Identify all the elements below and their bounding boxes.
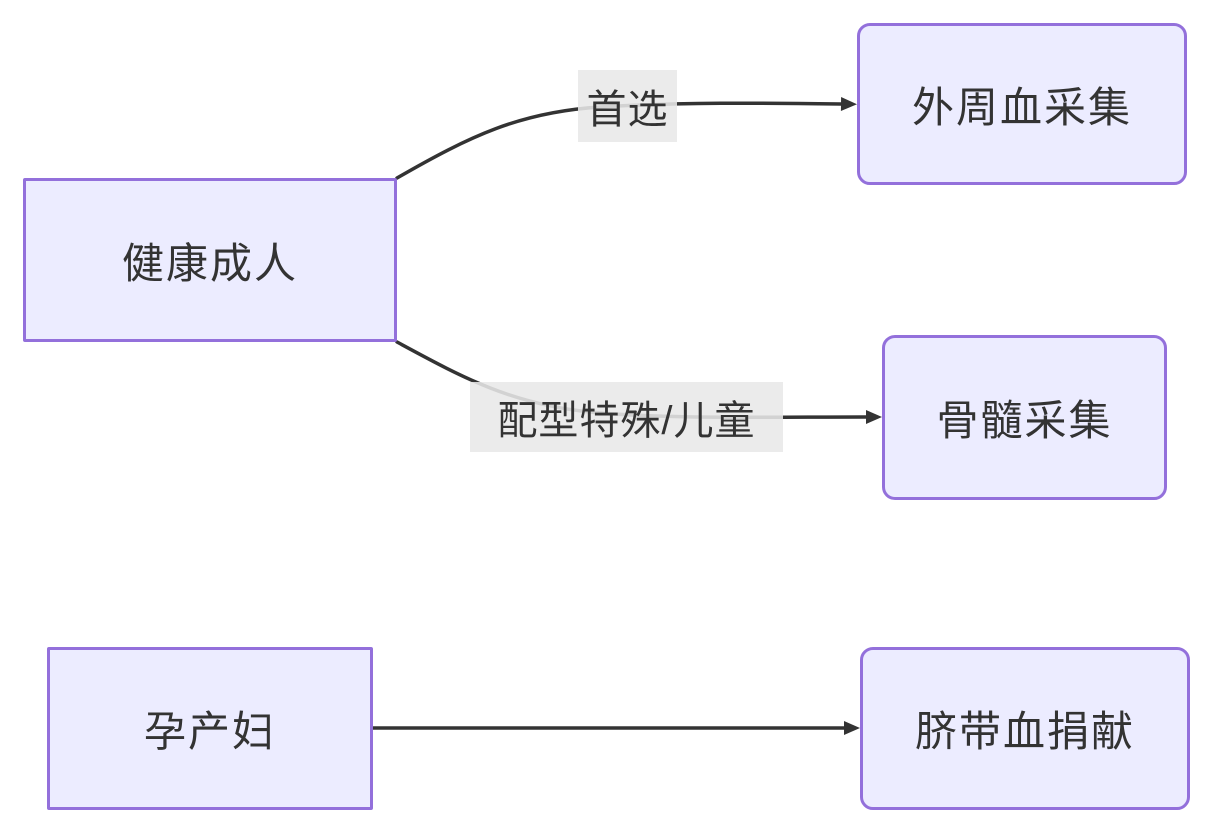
node-bone-marrow: 骨髓采集 — [882, 335, 1167, 500]
node-healthy-adult-label: 健康成人 — [121, 239, 298, 287]
edge-label-preferred: 首选 — [578, 70, 677, 142]
edge-label-special-matching-text: 配型特殊/儿童 — [497, 399, 756, 443]
node-cord-blood-label: 脐带血捐献 — [914, 708, 1135, 755]
node-peripheral-blood: 外周血采集 — [857, 23, 1187, 185]
node-pregnant-woman: 孕产妇 — [47, 647, 373, 810]
edge-label-special-matching: 配型特殊/儿童 — [470, 382, 783, 452]
node-peripheral-blood-label: 外周血采集 — [911, 83, 1132, 131]
node-healthy-adult: 健康成人 — [23, 178, 397, 342]
node-pregnant-woman-label: 孕产妇 — [143, 708, 276, 755]
node-cord-blood: 脐带血捐献 — [860, 647, 1190, 810]
node-bone-marrow-label: 骨髓采集 — [936, 397, 1113, 444]
edge-label-preferred-text: 首选 — [586, 88, 669, 132]
